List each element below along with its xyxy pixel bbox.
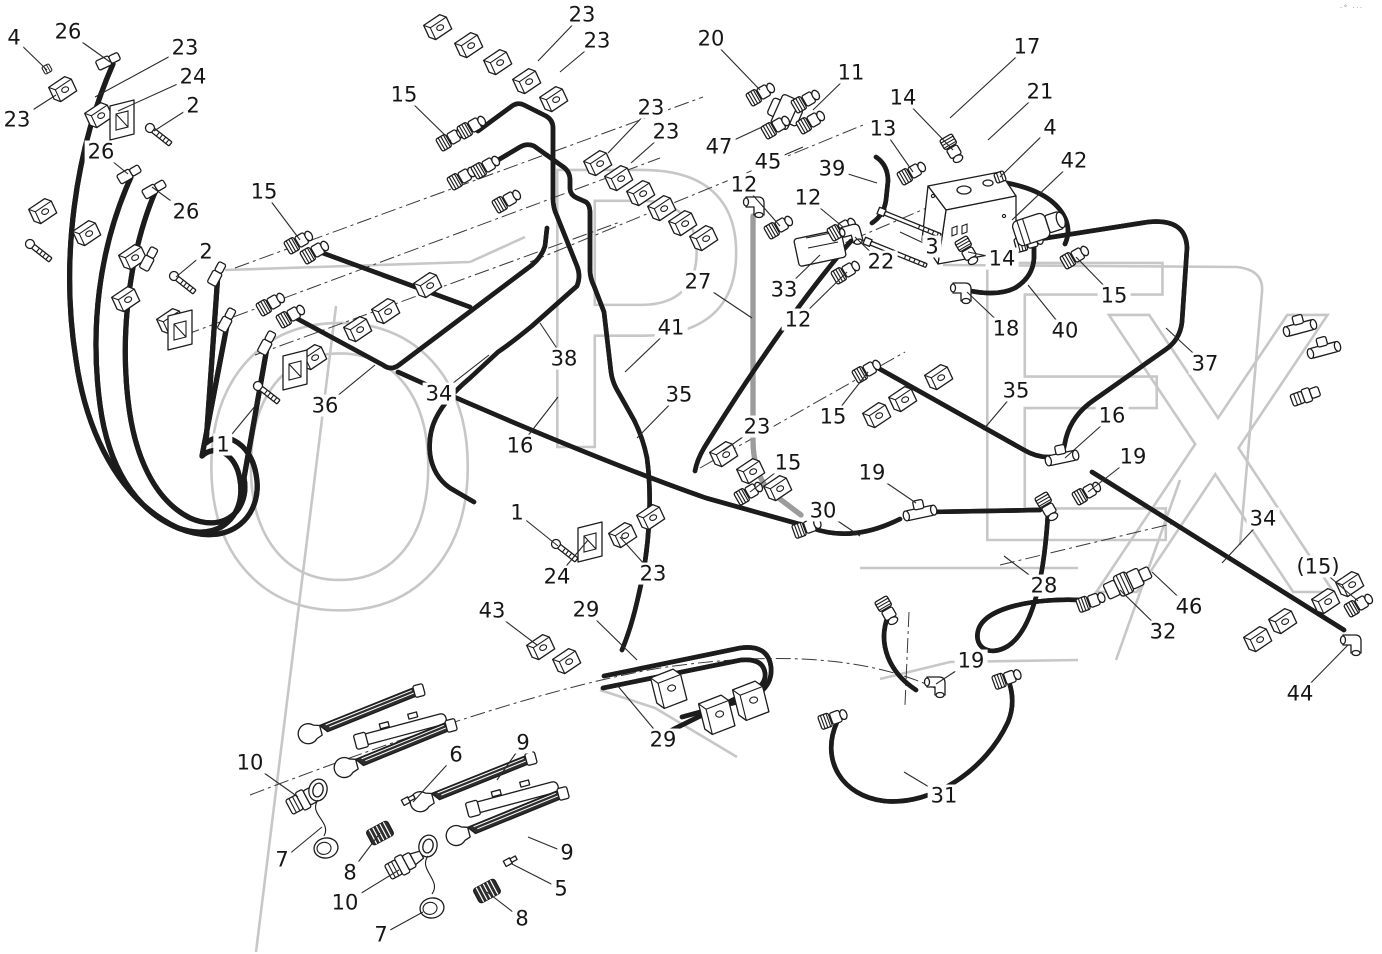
callout-3: 3 — [922, 235, 942, 258]
callout-15: 15 — [771, 451, 805, 474]
coupling-assemblies — [283, 677, 575, 921]
callout-5: 5 — [551, 877, 571, 900]
callout-23: 23 — [740, 415, 774, 438]
callout-19: 19 — [1116, 445, 1150, 468]
callout-28: 28 — [1027, 574, 1061, 597]
callout-31: 31 — [927, 784, 961, 807]
callout-14: 14 — [886, 86, 920, 109]
callout-42: 42 — [1057, 149, 1091, 172]
callout-23: 23 — [168, 36, 202, 59]
callout-46: 46 — [1172, 595, 1206, 618]
callout-16: 16 — [1095, 404, 1129, 427]
callout-44: 44 — [1283, 682, 1317, 705]
callout-38: 38 — [547, 347, 581, 370]
callout-26: 26 — [84, 140, 118, 163]
corner-mark: ·° ··· — [1340, 4, 1364, 12]
callout-16: 16 — [503, 434, 537, 457]
callout-19: 19 — [855, 461, 889, 484]
callout-23: 23 — [634, 96, 668, 119]
callout-45: 45 — [751, 150, 785, 173]
callout-8: 8 — [512, 907, 532, 930]
callout-37: 37 — [1188, 352, 1222, 375]
callout-7: 7 — [272, 848, 292, 871]
callout-26: 26 — [169, 200, 203, 223]
callout-12: 12 — [781, 308, 815, 331]
cross-fitting-cluster — [744, 79, 828, 141]
callout-36: 36 — [308, 394, 342, 417]
callout-6: 6 — [446, 743, 466, 766]
callout-23: 23 — [636, 562, 670, 585]
callout-23: 23 — [565, 3, 599, 26]
callout-15: 15 — [1097, 284, 1131, 307]
callout-23: 23 — [580, 29, 614, 52]
callout-41: 41 — [654, 316, 688, 339]
callout-39: 39 — [815, 157, 849, 180]
callout-32: 32 — [1146, 620, 1180, 643]
callout-40: 40 — [1048, 319, 1082, 342]
callout-29: 29 — [646, 728, 680, 751]
callout-29: 29 — [569, 598, 603, 621]
callout-10: 10 — [233, 751, 267, 774]
callout-18: 18 — [989, 317, 1023, 340]
callout-(15): (15) — [1293, 555, 1343, 578]
callout-43: 43 — [475, 599, 509, 622]
callout-26: 26 — [51, 20, 85, 43]
callout-7: 7 — [371, 923, 391, 946]
callout-12: 12 — [727, 173, 761, 196]
callout-2: 2 — [196, 240, 216, 263]
callout-35: 35 — [662, 383, 696, 406]
callout-27: 27 — [681, 270, 715, 293]
callout-24: 24 — [176, 65, 210, 88]
callout-1: 1 — [213, 433, 233, 456]
callout-2: 2 — [183, 94, 203, 117]
callout-4: 4 — [1040, 116, 1060, 139]
callout-9: 9 — [557, 841, 577, 864]
callout-34: 34 — [1246, 507, 1280, 530]
callout-15: 15 — [387, 83, 421, 106]
callout-13: 13 — [866, 117, 900, 140]
opex-watermark: O P E X — [189, 93, 1347, 953]
callout-23: 23 — [0, 108, 34, 131]
callout-14: 14 — [985, 247, 1019, 270]
callout-11: 11 — [834, 61, 868, 84]
callout-34: 34 — [422, 382, 456, 405]
callout-30: 30 — [806, 499, 840, 522]
callout-12: 12 — [791, 186, 825, 209]
callout-1: 1 — [507, 501, 527, 524]
callout-21: 21 — [1023, 80, 1057, 103]
callout-17: 17 — [1010, 35, 1044, 58]
callout-35: 35 — [999, 379, 1033, 402]
hoses-left — [70, 61, 271, 535]
valve-33 — [762, 212, 863, 286]
callout-24: 24 — [540, 565, 574, 588]
callout-15: 15 — [247, 180, 281, 203]
callout-4: 4 — [4, 26, 24, 49]
callout-10: 10 — [328, 891, 362, 914]
callout-8: 8 — [340, 861, 360, 884]
callout-15: 15 — [816, 405, 850, 428]
callout-19: 19 — [954, 649, 988, 672]
callout-20: 20 — [694, 27, 728, 50]
callout-9: 9 — [513, 731, 533, 754]
callout-47: 47 — [702, 135, 736, 158]
callout-22: 22 — [864, 250, 898, 273]
leader-line-17 — [949, 46, 1028, 119]
callout-23: 23 — [649, 120, 683, 143]
callout-33: 33 — [767, 278, 801, 301]
